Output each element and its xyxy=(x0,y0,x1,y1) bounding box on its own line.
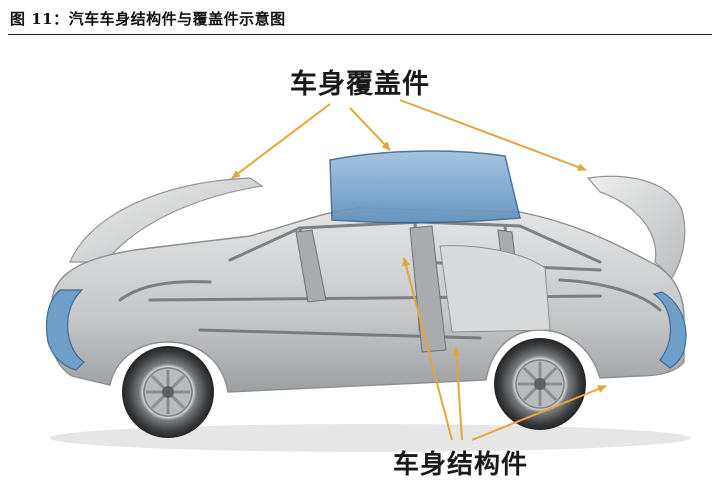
figure-caption: 图 11：汽车车身结构件与覆盖件示意图 xyxy=(10,10,286,28)
covers-arrows xyxy=(231,99,587,179)
ground-shadow xyxy=(50,424,690,452)
trunk-lid-panel xyxy=(586,175,686,279)
door-opening xyxy=(439,245,551,333)
structure-callout-label: 车身结构件 xyxy=(393,450,529,480)
front-bumper-cover xyxy=(45,289,85,371)
caption-rule xyxy=(8,34,712,35)
arrow-to-frame-right xyxy=(471,385,607,441)
arrow-to-frame-center xyxy=(452,347,463,441)
arrow-to-trunk xyxy=(399,99,587,171)
roof-panel xyxy=(329,150,521,224)
hood-panel xyxy=(69,177,264,263)
car-body-illustration xyxy=(45,99,690,452)
body-shell xyxy=(49,207,685,393)
front-wheel xyxy=(122,346,214,438)
rear-wheel xyxy=(494,338,586,430)
arrow-to-hood xyxy=(231,103,331,179)
rear-bumper-cover xyxy=(652,291,687,369)
arrow-to-frame-left xyxy=(402,257,453,441)
covers-callout-label: 车身覆盖件 xyxy=(290,69,430,100)
structure-arrows xyxy=(402,257,607,441)
arrow-to-roof xyxy=(349,107,391,151)
